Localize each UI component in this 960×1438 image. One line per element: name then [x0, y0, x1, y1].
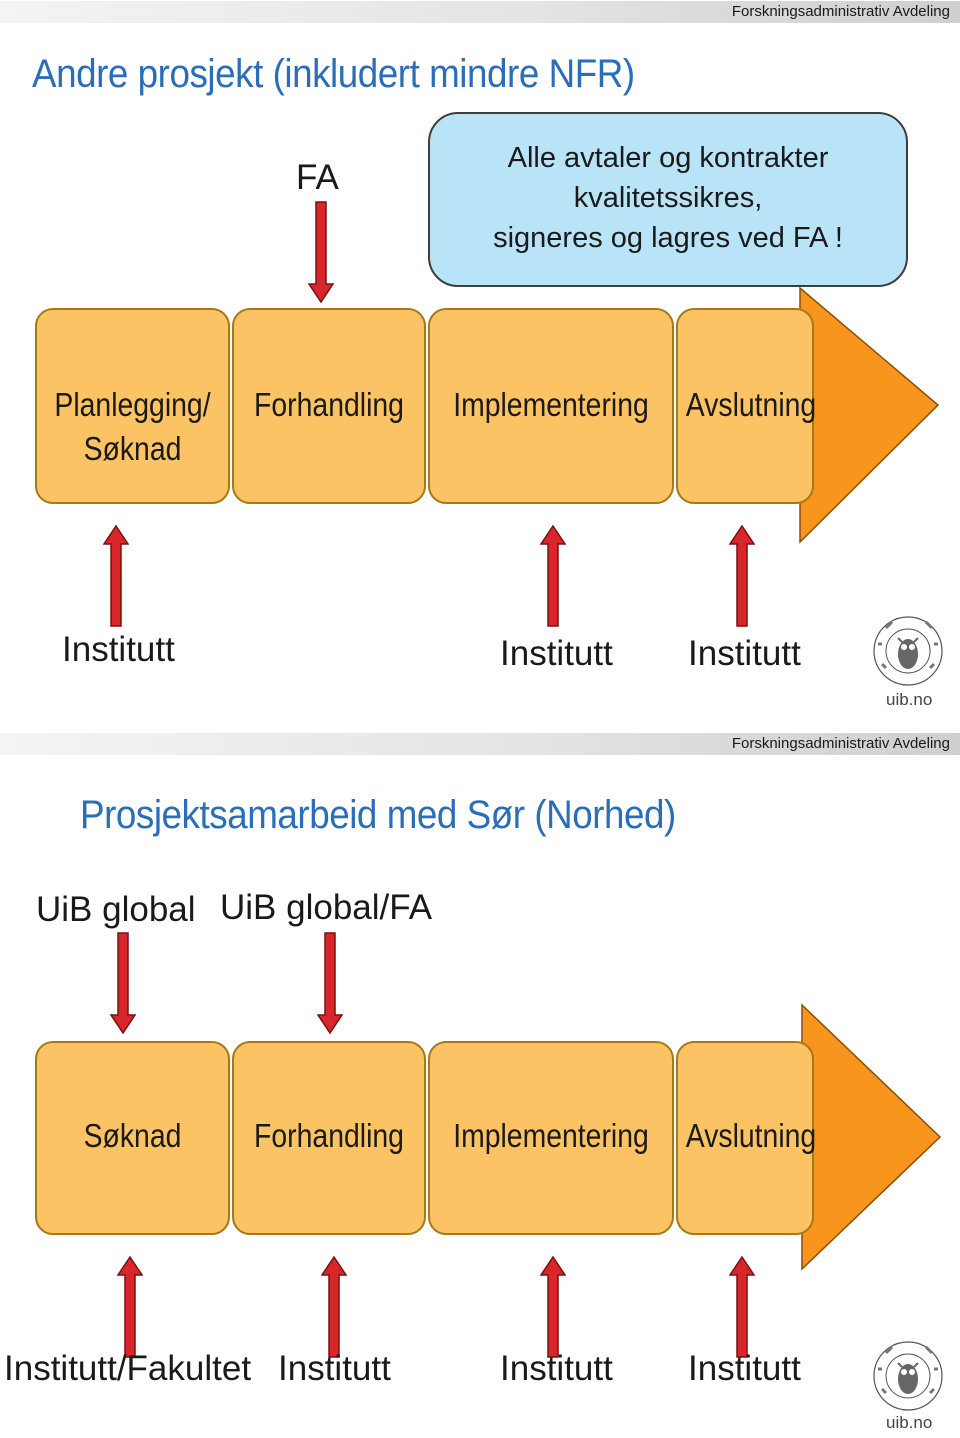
slide-title: Prosjektsamarbeid med Sør (Norhed) [80, 793, 676, 837]
phase-label-application: Søknad [83, 1117, 182, 1154]
phase-label-implementation: Implementering [453, 1117, 649, 1154]
slide-2: Forskningsadministrativ Avdeling Prosjek… [0, 719, 960, 1438]
phase-box-closing [676, 1041, 814, 1235]
header-text: Forskningsadministrativ Avdeling [731, 735, 950, 752]
header-bar [0, 1, 960, 23]
up-arrow-institutt-2 [540, 524, 566, 627]
uib-label: uib.no [886, 1413, 933, 1432]
up-arrow-institutt-1 [103, 524, 129, 627]
slide-1: Forskningsadministrativ Avdeling Andre p… [0, 1, 960, 709]
phase-box-implementation [428, 308, 674, 504]
actor-uib-global-fa: UiB global/FA [220, 888, 433, 927]
actor-fa-label: FA [296, 158, 339, 197]
actor-institutt-3: Institutt [688, 1349, 801, 1388]
uib-logo [873, 616, 943, 686]
phase-label-application: Søknad [83, 430, 182, 467]
phase-label-planning: Planlegging/ [54, 386, 211, 423]
phase-label-closing: Avslutning [685, 386, 817, 423]
phase-box-application [35, 1041, 230, 1235]
callout-line-3: signeres og lagres ved FA ! [493, 222, 843, 254]
actor-institutt-fakultet: Institutt/Fakultet [4, 1349, 252, 1388]
callout-line-1: Alle avtaler og kontrakter [507, 142, 829, 174]
actor-institutt-2: Institutt [500, 1349, 613, 1388]
slide-title: Andre prosjekt (inkludert mindre NFR) [32, 52, 635, 96]
actor-uib-global: UiB global [36, 890, 196, 929]
actor-institutt-1: Institutt [278, 1349, 391, 1388]
up-arrow-institutt-3 [729, 1255, 755, 1358]
phase-box-negotiation [232, 1041, 426, 1235]
up-arrow-institutt-2 [540, 1255, 566, 1358]
phase-label-implementation: Implementering [453, 386, 649, 423]
header-bar [0, 733, 960, 755]
up-arrow-institutt-3 [729, 524, 755, 627]
down-arrow-fa [308, 201, 334, 304]
down-arrow-uib-global [110, 932, 136, 1035]
uib-logo [873, 1341, 943, 1411]
phase-box-closing [676, 308, 814, 504]
actor-institutt-1: Institutt [62, 630, 175, 669]
phase-label-negotiation: Forhandling [254, 386, 404, 423]
callout-line-2: kvalitetssikres, [573, 182, 763, 214]
actor-institutt-3: Institutt [688, 634, 801, 673]
up-arrow-institutt-fakultet [117, 1255, 143, 1358]
phase-box-planning [35, 308, 230, 504]
phase-box-negotiation [232, 308, 426, 504]
up-arrow-institutt-1 [321, 1255, 347, 1358]
uib-label: uib.no [886, 690, 933, 709]
header-text: Forskningsadministrativ Avdeling [731, 3, 950, 20]
callout-box [428, 112, 908, 287]
phase-label-negotiation: Forhandling [254, 1117, 404, 1154]
actor-institutt-2: Institutt [500, 634, 613, 673]
phase-box-implementation [428, 1041, 674, 1235]
phase-label-closing: Avslutning [685, 1117, 817, 1154]
down-arrow-uib-global-fa [317, 932, 343, 1035]
